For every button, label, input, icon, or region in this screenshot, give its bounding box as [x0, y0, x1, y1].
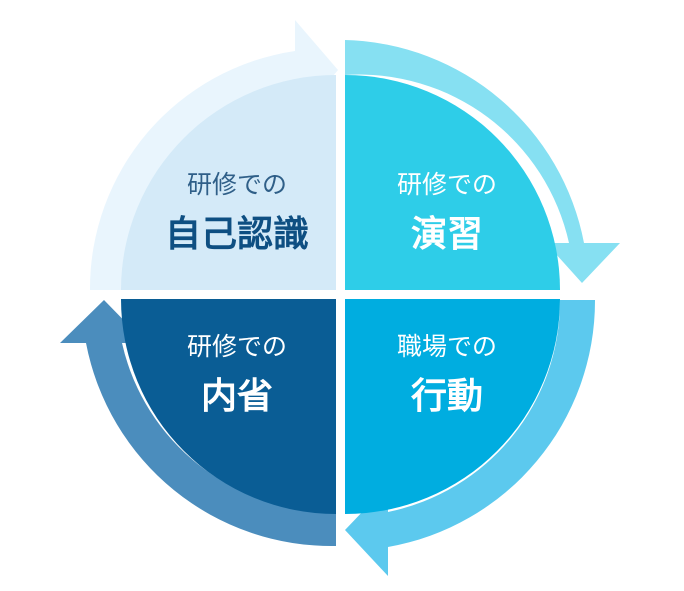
quadrant-action	[345, 299, 560, 514]
action-sub-label: 職場での	[397, 332, 497, 361]
reflection-main-label: 内省	[201, 376, 273, 417]
arrow-reflection	[60, 300, 336, 547]
reflection-sub-label: 研修での	[187, 332, 287, 361]
quadrant-practice	[345, 75, 560, 290]
self-awareness-sub-label: 研修での	[187, 170, 287, 199]
arrow-action	[345, 300, 596, 576]
practice-main-label: 演習	[411, 214, 483, 255]
arrow-practice	[345, 40, 620, 283]
quadrant-reflection	[121, 299, 336, 514]
quadrant-self-awareness	[121, 75, 336, 290]
action-main-label: 行動	[411, 376, 483, 417]
self-awareness-main-label: 自己認識	[165, 214, 309, 255]
cycle-arrows	[60, 20, 620, 576]
quadrant-labels: 研修での 自己認識 研修での 演習 職場での 行動 研修での 内省	[165, 170, 497, 417]
practice-sub-label: 研修での	[397, 170, 497, 199]
cycle-quadrants	[121, 75, 560, 514]
